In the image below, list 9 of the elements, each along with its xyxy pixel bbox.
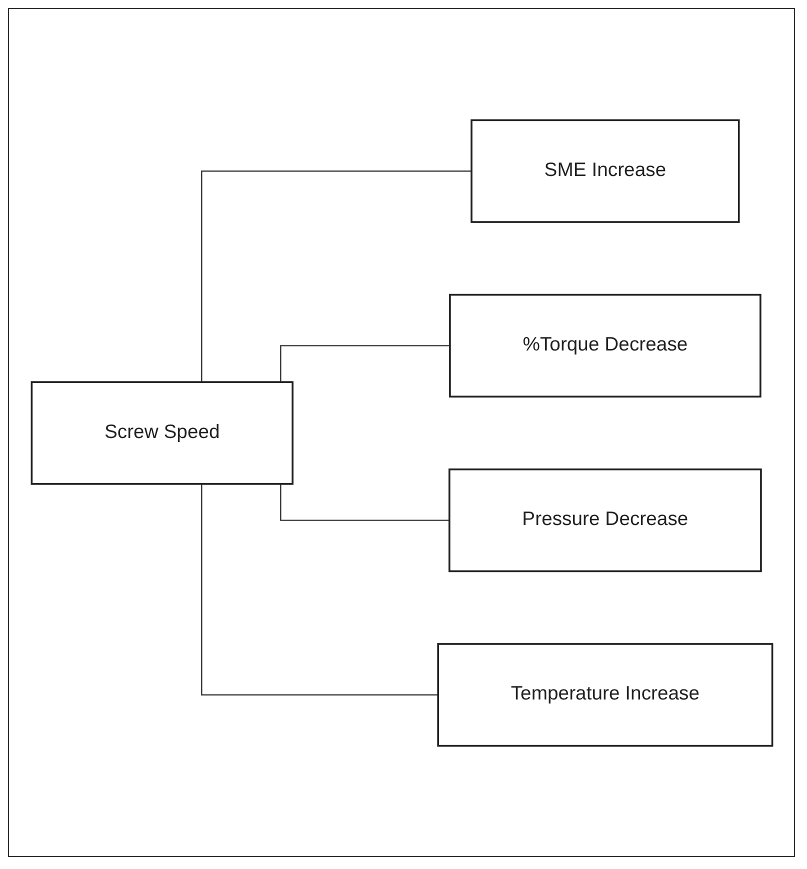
- node-box: SME Increase: [470, 118, 740, 222]
- connector: [280, 483, 449, 520]
- node-box: %Torque Decrease: [448, 293, 761, 398]
- connector: [280, 344, 450, 382]
- node-box: Pressure Decrease: [448, 468, 762, 572]
- node-box: Screw Speed: [30, 380, 293, 484]
- connector: [200, 170, 472, 382]
- connector: [200, 483, 438, 695]
- node-box: Temperature Increase: [436, 642, 773, 746]
